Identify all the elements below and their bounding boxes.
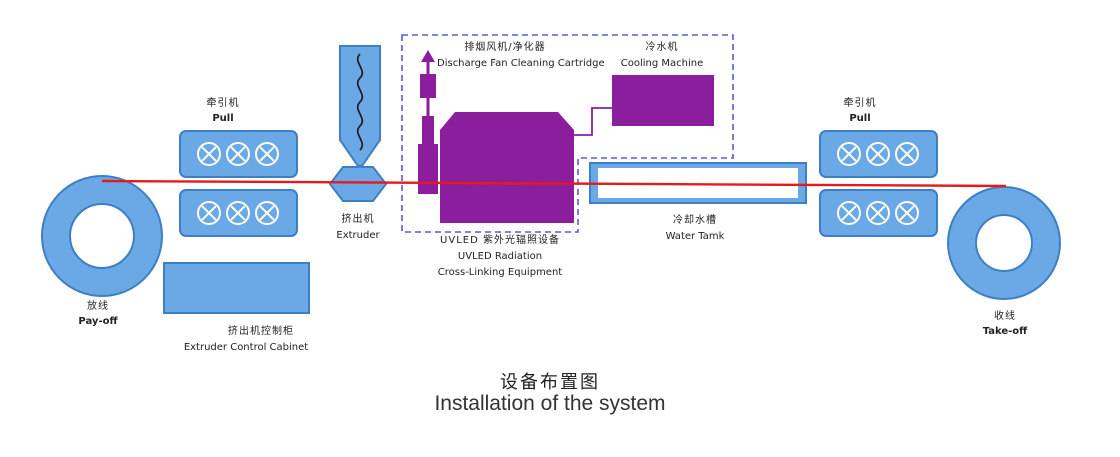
extruder-head [328,166,388,202]
diagram-title-en: Installation of the system [434,392,666,415]
uvled-enclosure-dashed-border [401,34,734,233]
roller-icon [866,201,890,225]
cooling-label-en: Cooling Machine [620,58,704,69]
extruder-label-en: Extruder [336,230,380,241]
uvled-label-en-1: UVLED Radiation [457,251,543,262]
cabinet-label-en: Extruder Control Cabinet [183,342,309,353]
roller-icon [895,142,919,166]
cooling-machine [612,75,714,126]
uvled-label-en-2: Cross-Linking Equipment [437,267,563,278]
roller-icon [255,142,279,166]
roller-icon [197,142,221,166]
pull-left-label-en: Pull [212,113,234,124]
pull-right-label-zh: 牵引机 [843,98,877,109]
cable-line [101,179,1007,188]
discharge-fan-unit [418,74,438,194]
fan-label-en: Discharge Fan Cleaning Cartridge [437,58,605,69]
payoff-reel [41,175,163,297]
water-tank-label-en: Water Tamk [665,231,725,242]
diagram-title-zh: 设备布置图 [500,372,600,393]
roller-icon [837,142,861,166]
takeoff-label-zh: 收线 [994,311,1016,322]
payoff-label-en: Pay-off [78,316,118,327]
roller-icon [255,201,279,225]
fan-label-zh: 排烟风机/净化器 [464,42,546,53]
roller-icon [226,142,250,166]
exhaust-arrow-icon [421,50,435,74]
uvled-label-zh: UVLED 紫外光辐照设备 [440,235,560,246]
water-tank-label-zh: 冷却水槽 [673,215,717,226]
pull-left-label-zh: 牵引机 [206,98,240,109]
roller-icon [866,142,890,166]
extruder-control-cabinet [163,262,310,314]
takeoff-label-en: Take-off [982,326,1028,337]
roller-icon [226,201,250,225]
roller-icon [837,201,861,225]
cooling-label-zh: 冷水机 [645,42,679,53]
roller-icon [197,201,221,225]
uvled-radiation-equipment [440,112,574,223]
extruder-label-zh: 挤出机 [341,214,375,225]
roller-icon [895,201,919,225]
extruder-hopper [339,45,381,167]
cooling-pipe [574,107,612,136]
payoff-label-zh: 放线 [87,301,109,312]
cabinet-label-zh: 挤出机控制柜 [228,326,294,337]
pull-right-label-en: Pull [849,113,871,124]
takeoff-reel [947,186,1061,300]
